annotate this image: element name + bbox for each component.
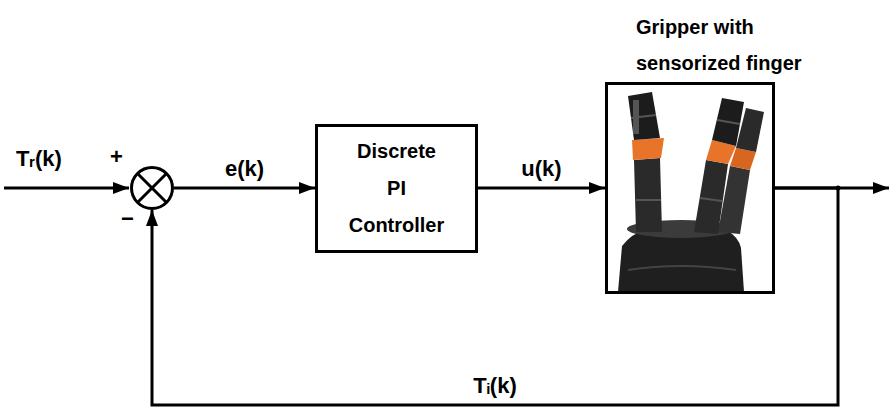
- signal-connector: [152, 188, 838, 405]
- summing-junction: +−: [130, 166, 174, 210]
- signal-label: Tᵣ(k): [14, 146, 64, 172]
- gripper-box: Gripper with sensorized finger: [605, 82, 775, 294]
- signal-connector: [174, 187, 315, 190]
- input-arrow: [4, 187, 129, 190]
- sign-label: +: [110, 146, 123, 168]
- controller-box: Discrete PI Controller: [315, 124, 478, 253]
- box-label: Discrete PI Controller: [349, 133, 445, 244]
- junction-circle: [130, 166, 174, 210]
- sign-label: −: [121, 208, 134, 230]
- signal-label: u(k): [519, 156, 563, 182]
- signal-connector: [478, 187, 605, 190]
- signal-label: e(k): [223, 156, 266, 182]
- signal-label: Tᵢ(k): [471, 373, 518, 399]
- heading-label: Gripper with sensorized finger: [636, 9, 851, 81]
- gripper-illustration: [618, 92, 764, 292]
